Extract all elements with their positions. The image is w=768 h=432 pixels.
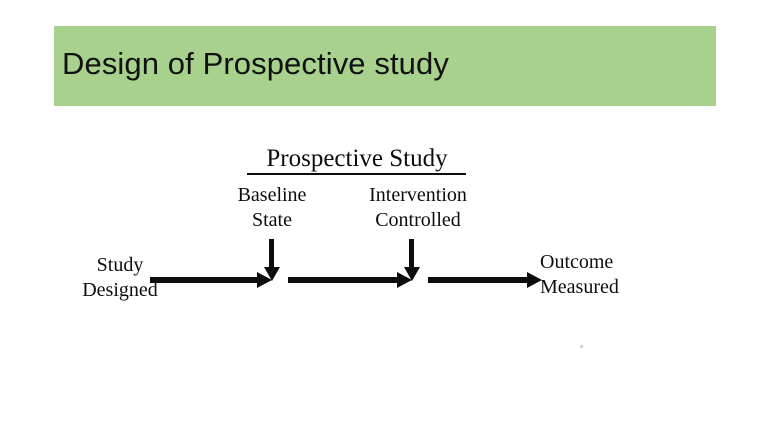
- node-label-line1: Outcome: [540, 251, 614, 273]
- arrow-shaft: [269, 239, 274, 268]
- node-label-line1: Study: [96, 254, 144, 276]
- node-label-study-designed: Study Designed: [56, 253, 184, 303]
- arrow-shaft: [288, 277, 398, 283]
- arrow-down-icon-2: [404, 239, 420, 281]
- node-label-line2: Designed: [82, 279, 158, 301]
- node-label-line2: Measured: [540, 276, 619, 298]
- arrow-shaft: [428, 277, 528, 283]
- node-label-line2: State: [252, 209, 292, 231]
- node-label-line2: Controlled: [375, 209, 461, 231]
- arrow-head: [404, 267, 420, 281]
- arrow-shaft: [409, 239, 414, 268]
- node-label-baseline-state: Baseline State: [184, 183, 360, 233]
- diagram-heading-underline: [247, 173, 466, 175]
- node-label-line1: Intervention: [369, 184, 467, 206]
- slide-title-banner: [54, 26, 716, 106]
- prospective-study-diagram: Prospective Study Baseline State Interve…: [0, 126, 768, 366]
- scan-artifact-speck: [580, 345, 583, 348]
- node-label-intervention-controlled: Intervention Controlled: [330, 183, 506, 233]
- diagram-heading: Prospective Study: [266, 145, 448, 172]
- arrow-shaft: [150, 277, 258, 283]
- node-label-line1: Baseline: [237, 184, 307, 206]
- page-title: Design of Prospective study: [62, 46, 449, 81]
- arrow-head: [264, 267, 280, 281]
- arrow-down-icon-1: [264, 239, 280, 281]
- arrow-head: [527, 272, 542, 288]
- node-label-outcome-measured: Outcome Measured: [540, 250, 700, 300]
- arrow-right-icon-1: [150, 272, 272, 288]
- arrow-right-icon-2: [288, 272, 412, 288]
- arrow-right-icon-3: [428, 272, 542, 288]
